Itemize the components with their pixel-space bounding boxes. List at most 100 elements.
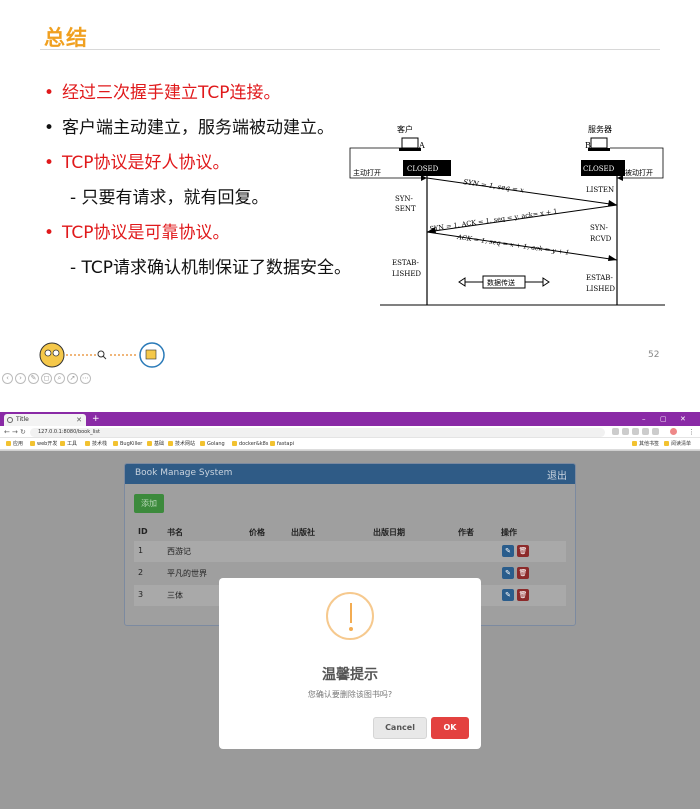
back-icon[interactable]: ← — [4, 428, 10, 436]
minimize-button[interactable]: – — [642, 415, 646, 423]
more-icon[interactable]: ⋯ — [80, 373, 91, 384]
bookmark-item[interactable]: fastapi — [270, 438, 294, 450]
syn-message: SYN = 1, seq = x — [463, 178, 525, 194]
column-header: 价格 — [249, 528, 265, 537]
bookmark-item[interactable]: 阅读清单 — [664, 438, 691, 450]
title-divider — [40, 49, 660, 50]
logout-link[interactable]: 退出 — [547, 471, 567, 482]
pointer-icon[interactable]: ➚ — [67, 373, 78, 384]
server-closed-state — [581, 160, 625, 176]
client-label: 客户 — [397, 124, 413, 134]
active-open-label: 主动打开 — [353, 168, 381, 177]
add-book-button[interactable]: 添加 — [134, 494, 164, 513]
client-computer-icon — [401, 137, 419, 149]
sub-bullet-item: - TCP请求确认机制保证了数据安全。 — [70, 258, 352, 278]
cancel-button[interactable]: Cancel — [373, 717, 427, 739]
delete-icon[interactable]: 🗑 — [517, 589, 529, 601]
slide-toolbar[interactable]: ‹ › ✎ ◻ ⌕ ➚ ⋯ — [2, 373, 91, 385]
table-row: 2 平凡的世界 ✎ 🗑 — [138, 567, 529, 579]
bookmark-item[interactable]: 其他书签 — [632, 438, 659, 450]
new-tab-button[interactable]: + — [92, 414, 100, 424]
page-content: Book Manage System 退出 添加 ID 书名 价格 出版社 出版… — [0, 451, 700, 809]
url-input[interactable]: 127.0.0.1:8080/book_list — [30, 428, 605, 437]
address-bar: ← → ↻ 127.0.0.1:8080/book_list ⋮ — [0, 426, 700, 438]
bullet-item: •经过三次握手建立TCP连接。 — [44, 83, 281, 103]
server-label: 服务器 — [588, 124, 612, 134]
server-letter: B — [585, 141, 591, 150]
bookmark-item[interactable]: 工具 — [60, 438, 77, 450]
extension-icon[interactable] — [642, 428, 649, 435]
next-slide-icon[interactable]: › — [15, 373, 26, 384]
sub-bullet-item: - 只要有请求，就有回复。 — [70, 188, 269, 208]
ack-message: ACK = 1, seq = x + 1, ack = y + 1 — [456, 233, 570, 257]
client-closed-state — [403, 160, 451, 176]
panel-header: Book Manage System 退出 — [125, 464, 575, 484]
svg-text:SYN-: SYN- — [590, 224, 609, 232]
dialog-message: 您确认要删除该图书吗? — [307, 690, 393, 699]
slide-title: 总结 — [44, 26, 88, 50]
reload-icon[interactable]: ↻ — [20, 428, 26, 436]
maximize-button[interactable]: ▢ — [660, 415, 667, 423]
column-header: 出版社 — [291, 528, 315, 537]
column-header: 作者 — [458, 528, 474, 537]
bookmark-item[interactable]: Golang — [200, 438, 225, 450]
svg-text:ESTAB-: ESTAB- — [586, 274, 614, 282]
extension-icon[interactable] — [622, 428, 629, 435]
svg-text:CLOSED: CLOSED — [583, 165, 615, 173]
svg-text:LISHED: LISHED — [586, 285, 615, 293]
extension-icon[interactable] — [652, 428, 659, 435]
app-title: Book Manage System — [135, 468, 233, 478]
server-computer-icon — [590, 137, 608, 149]
browser-window: Title ✕ + – ▢ ✕ ← → ↻ 127.0.0.1:8080/boo… — [0, 412, 700, 809]
table-row: 1 西游记 ✎ 🗑 — [134, 541, 566, 562]
bookmark-item[interactable]: docker&k8s — [232, 438, 268, 450]
warning-icon — [326, 592, 374, 640]
slide-page-number: 52 — [648, 350, 660, 360]
edit-icon[interactable]: ✎ — [502, 545, 514, 557]
eraser-icon[interactable]: ◻ — [41, 373, 52, 384]
bookmark-item[interactable]: 技术栈 — [85, 438, 107, 450]
magnifier-icon — [97, 350, 105, 358]
column-header: 操作 — [501, 528, 517, 537]
extension-icon[interactable] — [632, 428, 639, 435]
slide: 总结 •经过三次握手建立TCP连接。 •客户端主动建立，服务端被动建立。 •TC… — [0, 0, 700, 400]
delete-icon[interactable]: 🗑 — [517, 567, 529, 579]
dialog-title: 温馨提示 — [322, 667, 378, 683]
bookmark-item[interactable]: BugKiller — [113, 438, 142, 450]
close-window-button[interactable]: ✕ — [680, 415, 686, 423]
column-header: 书名 — [167, 528, 183, 537]
column-header: 出版日期 — [373, 528, 405, 537]
svg-text:SYN-: SYN- — [395, 195, 414, 203]
passive-open-label: 被动打开 — [625, 168, 653, 177]
edit-icon[interactable]: ✎ — [502, 567, 514, 579]
delete-icon[interactable]: 🗑 — [517, 545, 529, 557]
svg-text:数据传送: 数据传送 — [487, 278, 515, 287]
prev-slide-icon[interactable]: ‹ — [2, 373, 13, 384]
extension-icon[interactable] — [612, 428, 619, 435]
browser-tab[interactable]: Title ✕ — [4, 414, 86, 426]
bookmarks-bar: 应用 web开发 工具 技术栈 BugKiller 基础 技术网站 Golang… — [0, 438, 700, 450]
pen-icon[interactable]: ✎ — [28, 373, 39, 384]
tab-bar: Title ✕ + – ▢ ✕ — [0, 412, 700, 426]
edit-icon[interactable]: ✎ — [502, 589, 514, 601]
bookmark-item[interactable]: 应用 — [6, 438, 23, 450]
bookmark-item[interactable]: 基础 — [147, 438, 164, 450]
bullet-item: •TCP协议是好人协议。 — [44, 153, 230, 173]
bullet-item: •TCP协议是可靠协议。 — [44, 223, 230, 243]
bookmark-item[interactable]: 技术网站 — [168, 438, 195, 450]
close-tab-icon[interactable]: ✕ — [76, 416, 82, 424]
column-header: ID — [138, 527, 148, 536]
bookmark-item[interactable]: web开发 — [30, 438, 57, 450]
ok-button[interactable]: OK — [431, 717, 469, 739]
mascot-icon — [39, 342, 65, 368]
svg-text:LISTEN: LISTEN — [586, 186, 614, 194]
forward-icon[interactable]: → — [12, 428, 18, 436]
zoom-icon[interactable]: ⌕ — [54, 373, 65, 384]
syn-ack-message: SYN = 1, ACK = 1, seq = y, ack= x + 1 — [429, 207, 558, 233]
menu-icon[interactable]: ⋮ — [688, 428, 695, 436]
bullet-list: •经过三次握手建立TCP连接。 •客户端主动建立，服务端被动建立。 •TCP协议… — [44, 82, 374, 292]
bullet-item: •客户端主动建立，服务端被动建立。 — [44, 118, 334, 138]
tab-favicon-icon — [7, 417, 13, 423]
svg-text:SENT: SENT — [395, 205, 416, 213]
profile-avatar[interactable] — [670, 428, 677, 435]
